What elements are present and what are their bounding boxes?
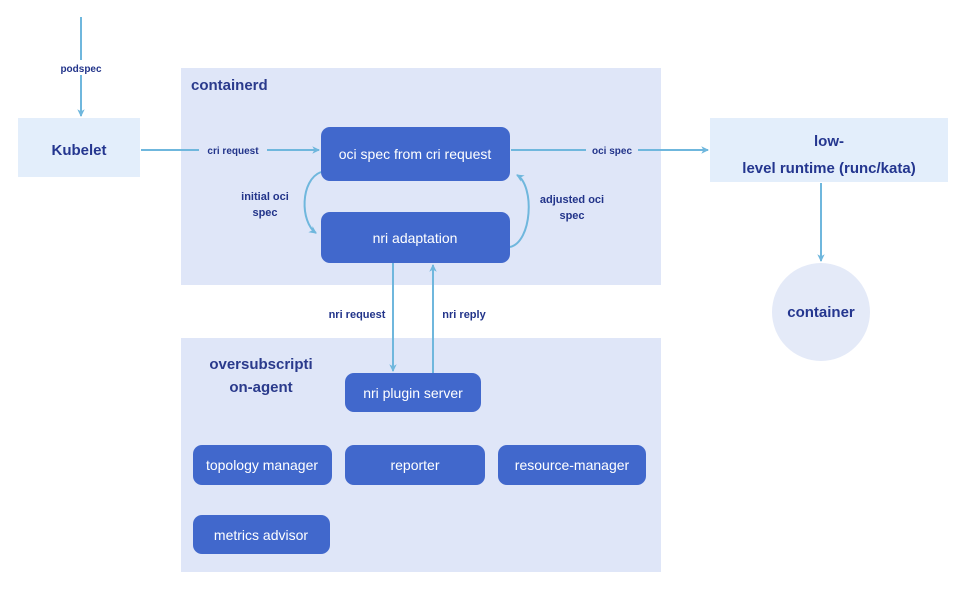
oci-spec-edge-label: oci spec — [592, 146, 632, 157]
adjusted-oci-spec-arrow-path — [509, 174, 530, 248]
low-level-runtime-label-line2: level runtime (runc/kata) — [742, 160, 915, 177]
low-level-runtime-label-line1: low- — [814, 133, 844, 150]
container-label: container — [787, 304, 855, 321]
node-reporter[interactable]: reporter — [345, 445, 485, 485]
oversubscription-agent-group-title-line2: on-agent — [229, 379, 292, 396]
node-container[interactable]: container — [772, 263, 870, 361]
low-level-runtime-box[interactable] — [710, 118, 948, 182]
reporter-label: reporter — [390, 457, 439, 473]
container-circle[interactable] — [772, 263, 870, 361]
edge-podspec: podspec — [50, 17, 112, 118]
containerd-group-title: containerd — [191, 77, 268, 94]
edge-adjusted-oci-spec: adjusted oci spec — [509, 174, 604, 248]
metrics-advisor-box[interactable] — [193, 515, 330, 554]
nri-plugin-server-box[interactable] — [345, 373, 481, 412]
node-topology-manager[interactable]: topology manager — [193, 445, 332, 485]
initial-oci-spec-edge-label-line1: initial oci — [241, 191, 289, 203]
nri-reply-edge-label: nri reply — [442, 309, 486, 321]
nri-plugin-server-label: nri plugin server — [363, 385, 463, 401]
nri-request-edge-label: nri request — [329, 309, 386, 321]
node-resource-manager[interactable]: resource-manager — [498, 445, 646, 485]
metrics-advisor-label: metrics advisor — [214, 527, 308, 543]
nri-adaptation-box[interactable] — [321, 212, 510, 263]
kubelet-label: Kubelet — [51, 142, 106, 159]
adjusted-oci-spec-edge-label-line2: spec — [559, 210, 584, 222]
nri-reply-label-backdrop — [437, 306, 491, 322]
oci-spec-label-backdrop — [586, 143, 638, 158]
oversubscription-agent-group-title-line1: oversubscripti — [209, 356, 312, 373]
oci-spec-from-cri-request-label: oci spec from cri request — [339, 146, 492, 162]
adjusted-oci-spec-edge-label-line1: adjusted oci — [540, 194, 604, 206]
kubelet-box[interactable] — [18, 118, 140, 177]
podspec-label-backdrop — [50, 60, 112, 75]
edge-nri-reply: nri reply — [429, 263, 491, 373]
podspec-edge-label: podspec — [60, 64, 102, 75]
edge-initial-oci-spec: initial oci spec — [241, 171, 322, 234]
node-kubelet[interactable]: Kubelet — [18, 118, 140, 177]
reporter-box[interactable] — [345, 445, 485, 485]
node-low-level-runtime[interactable]: low- level runtime (runc/kata) — [710, 118, 948, 182]
cri-request-label-backdrop — [199, 143, 267, 158]
nri-adaptation-label: nri adaptation — [373, 230, 458, 246]
nri-request-label-backdrop — [325, 306, 389, 322]
node-metrics-advisor[interactable]: metrics advisor — [193, 515, 330, 554]
topology-manager-box[interactable] — [193, 445, 332, 485]
resource-manager-label: resource-manager — [515, 457, 630, 473]
node-nri-adaptation[interactable]: nri adaptation — [321, 212, 510, 263]
edge-oci-spec: oci spec — [511, 143, 710, 158]
node-oci-spec-from-cri-request[interactable]: oci spec from cri request — [321, 127, 510, 181]
initial-oci-spec-edge-label-line2: spec — [252, 207, 277, 219]
edge-cri-request: cri request — [141, 143, 321, 158]
node-nri-plugin-server[interactable]: nri plugin server — [345, 373, 481, 412]
resource-manager-box[interactable] — [498, 445, 646, 485]
initial-oci-spec-arrow-path — [303, 171, 322, 234]
cri-request-edge-label: cri request — [207, 146, 259, 157]
oci-spec-from-cri-request-box[interactable] — [321, 127, 510, 181]
edge-nri-request: nri request — [325, 263, 397, 373]
topology-manager-label: topology manager — [206, 457, 318, 473]
